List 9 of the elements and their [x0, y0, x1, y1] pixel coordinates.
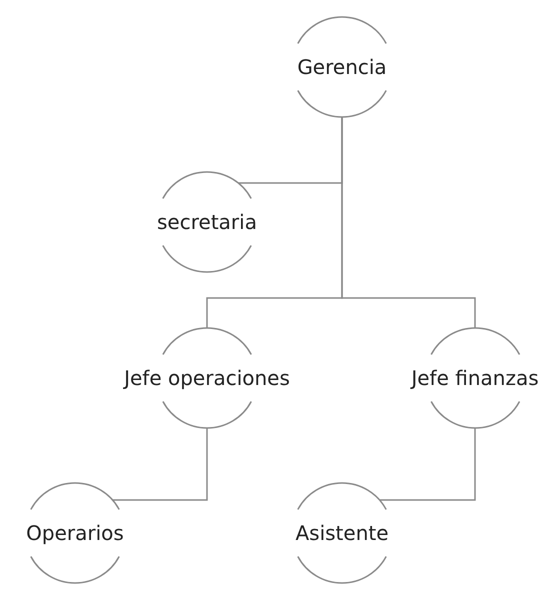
connector-line: [112, 428, 208, 501]
connector-line: [380, 428, 476, 501]
node-label: Gerencia: [297, 55, 387, 79]
node-label: secretaria: [157, 210, 257, 234]
node-label: Jefe operaciones: [124, 366, 290, 390]
node-label: Asistente: [295, 521, 389, 545]
connector-line: [341, 117, 476, 328]
node-label: Jefe finanzas: [411, 366, 539, 390]
node-label: Operarios: [26, 521, 124, 545]
